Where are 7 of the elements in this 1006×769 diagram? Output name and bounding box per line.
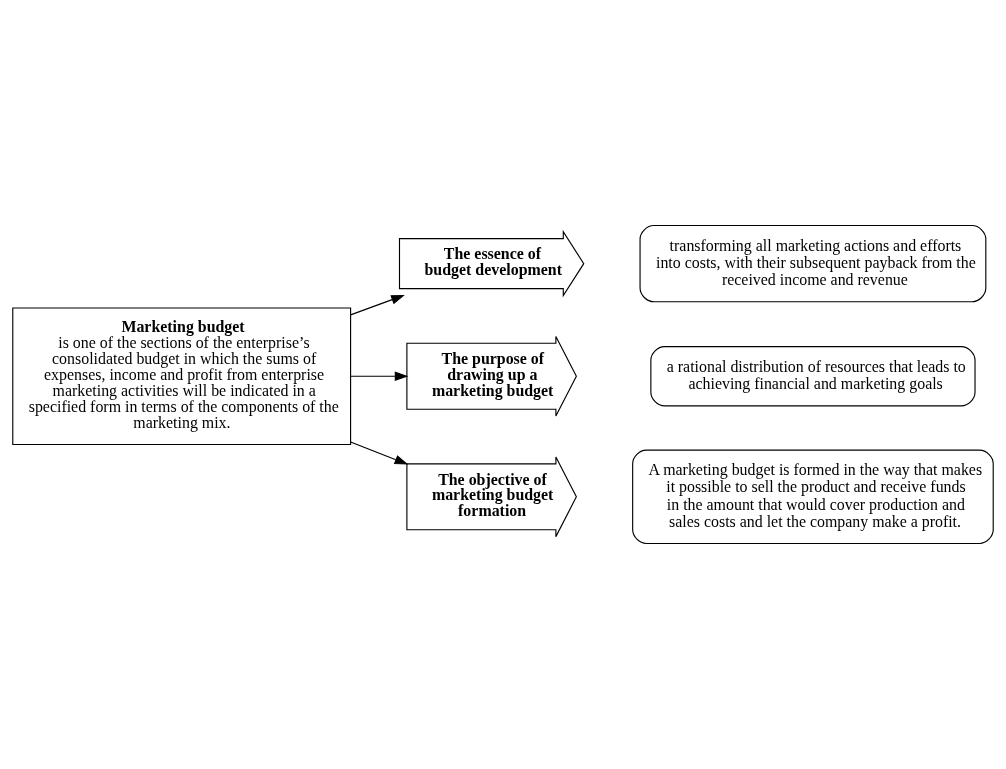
- arrow: [350, 441, 409, 465]
- node-box: A marketing budget is formed in the way that makes it possible to sell the product and receive funds in the amount that would cover production and sales costs and let the company make a profit.: [632, 449, 994, 545]
- node-box: Marketing budget is one of the sections of the enterprise’s consolidated budget in which the sums of expenses, income and profit from enterprise marketing activities will be indicated in a specified form in terms of the components of the marketing mix.: [12, 307, 352, 446]
- arrow: [350, 295, 405, 316]
- node-box: a rational distribution of resources that leads to achieving financial and marketing goals: [650, 346, 976, 407]
- node-box: transforming all marketing actions and efforts into costs, with their subsequent payback from the received income and revenue: [639, 225, 987, 303]
- arrow: [350, 371, 409, 382]
